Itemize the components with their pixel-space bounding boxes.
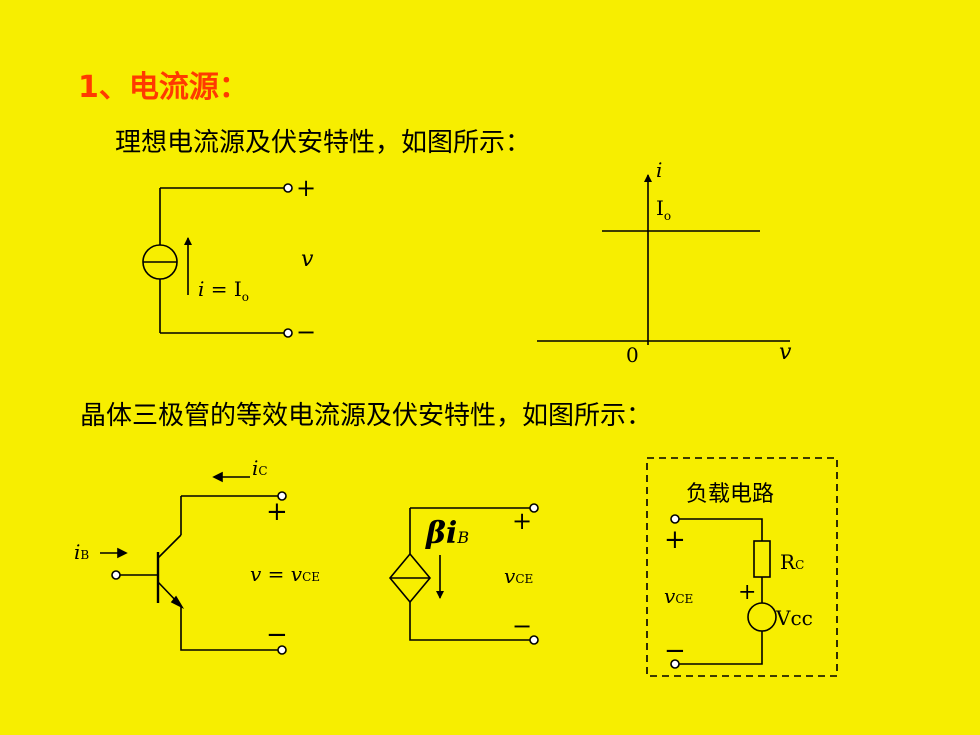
emitter-arrow-icon: [170, 595, 185, 609]
emitter-terminal: [277, 645, 287, 655]
load-terminal-top: [670, 514, 680, 524]
load-title: 负载电路: [686, 482, 775, 507]
ib-label: iB: [74, 540, 90, 564]
ideal-current-label: i = Io: [198, 277, 250, 304]
dep-minus: −: [512, 612, 533, 640]
chart-x-label: v: [779, 340, 792, 365]
resistor-rc: [753, 540, 771, 578]
ic-label: iC: [252, 456, 268, 480]
collector-terminal: [277, 491, 287, 501]
chart-y-label: i: [656, 158, 663, 182]
base-terminal: [111, 570, 121, 580]
terminal-top: [283, 183, 293, 193]
vcc-label: Vcc: [776, 606, 813, 630]
rc-label: RC: [780, 550, 805, 574]
transistor-vce-label: v = vCE: [250, 562, 321, 586]
terminal-bottom: [283, 328, 293, 338]
load-vce-label: vCE: [664, 584, 694, 608]
chart-origin-label: 0: [626, 343, 639, 367]
load-circuit: [646, 457, 838, 677]
transistor-circuit: [100, 471, 287, 655]
heading: 1、电流源：: [78, 70, 249, 105]
ideal-current-source-circuit: [142, 183, 293, 338]
transistor-caption: 晶体三极管的等效电流源及伏安特性，如图所示：: [80, 401, 653, 431]
ideal-source-caption: 理想电流源及伏安特性，如图所示：: [115, 128, 532, 158]
vcc-source-icon: [747, 602, 777, 632]
ideal-plus: +: [296, 174, 317, 202]
load-plus: +: [664, 525, 686, 555]
dep-plus: +: [512, 507, 533, 535]
load-minus: −: [664, 636, 686, 666]
transistor-plus: +: [266, 497, 288, 527]
ideal-minus: −: [296, 318, 317, 346]
ib-arrow-icon: [117, 547, 128, 559]
ic-arrow-icon: [212, 471, 223, 483]
dep-terminal-bottom: [529, 635, 539, 645]
beta-ib-label: βiB: [426, 516, 470, 551]
transistor-minus: −: [266, 620, 288, 650]
ideal-voltage-label: v: [301, 247, 314, 272]
vi-characteristic-chart: [537, 174, 790, 345]
load-terminal-bottom: [670, 659, 680, 669]
vcc-plus: +: [738, 580, 757, 605]
dependent-source-circuit: [388, 503, 539, 645]
dep-vce-label: vCE: [504, 564, 534, 588]
chart-io-label: Io: [656, 196, 672, 223]
dep-terminal-top: [529, 503, 539, 513]
